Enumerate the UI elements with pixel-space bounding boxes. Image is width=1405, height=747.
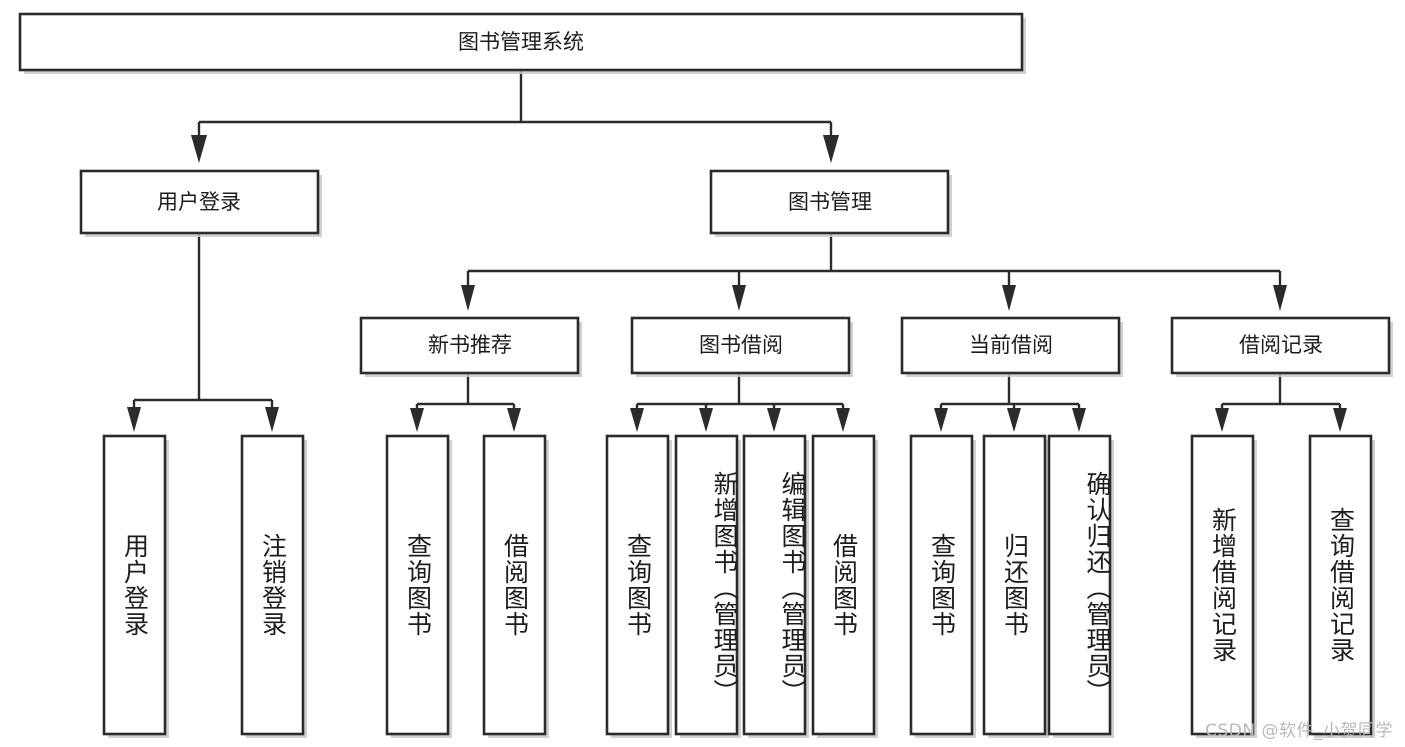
leaf-edit-book-rect[interactable] (742, 434, 807, 736)
leaf-add-book-rect[interactable] (674, 434, 739, 736)
leaf-user-login-rect[interactable] (102, 434, 167, 736)
node-book-manage[interactable]: 图书管理 (709, 169, 952, 237)
book-borrow-label: 图书借阅 (699, 333, 783, 357)
user-login-label: 用户登录 (157, 190, 241, 214)
leaf-add-record-rect[interactable] (1190, 434, 1255, 736)
arrow-head-leaf-user-logout (265, 407, 279, 432)
book-manage-rect[interactable] (709, 169, 950, 235)
arrow-head-leaf-borrow-book-1 (507, 408, 521, 432)
arrow-head-currentborrow (1002, 285, 1016, 311)
leaf-node-group (102, 434, 1375, 738)
leaf-borrow-book-2-rect[interactable] (811, 434, 876, 736)
new-book-rec-rect[interactable] (359, 316, 580, 375)
book-borrow-rect[interactable] (630, 316, 851, 375)
connector-group-userlogin-to-leaves (127, 233, 279, 432)
current-borrow-rect[interactable] (900, 316, 1121, 375)
connector-group-bookmanage-to-level3 (461, 233, 1287, 311)
arrow-head-newbook (461, 285, 475, 311)
connector-group-currentborrow-to-leaves (934, 373, 1086, 432)
leaf-confirm-return-rect[interactable] (1047, 434, 1112, 736)
leaf-query-book-2-rect[interactable] (605, 434, 670, 736)
arrow-head-leaf-query-book-2 (630, 408, 644, 432)
connector-group-root-to-level2 (191, 70, 839, 163)
node-root[interactable]: 图书管理系统 (18, 12, 1026, 74)
arrow-head-bookborrow (732, 285, 746, 311)
arrow-head-borrowrecord (1273, 285, 1287, 311)
arrow-head-leaf-user-login (127, 407, 141, 432)
arrow-head-leaf-query-book-1 (410, 408, 424, 432)
arrow-head-leaf-query-record (1333, 408, 1347, 432)
user-login-rect[interactable] (79, 169, 320, 235)
current-borrow-label: 当前借阅 (969, 333, 1053, 357)
node-borrow-record[interactable]: 借阅记录 (1170, 316, 1393, 377)
leaf-return-book-rect[interactable] (982, 434, 1047, 736)
node-new-book-rec[interactable]: 新书推荐 (359, 316, 582, 377)
leaf-query-book-1-rect[interactable] (385, 434, 450, 736)
leaf-user-logout-rect[interactable] (240, 434, 305, 736)
node-user-login[interactable]: 用户登录 (79, 169, 322, 237)
book-manage-label: 图书管理 (788, 190, 872, 214)
arrow-head-leaf-query-book-3 (934, 408, 948, 432)
arrow-head-leaf-borrow-book-2 (836, 408, 850, 432)
new-book-rec-label: 新书推荐 (428, 333, 512, 357)
arrow-head-userlogin (191, 135, 207, 163)
arrow-head-leaf-confirm-return (1072, 408, 1086, 432)
borrow-record-label: 借阅记录 (1239, 333, 1323, 357)
connector-group-bookborrow-to-leaves (630, 373, 850, 432)
leaf-borrow-book-1-rect[interactable] (482, 434, 547, 736)
arrow-head-leaf-add-book (699, 408, 713, 432)
node-current-borrow[interactable]: 当前借阅 (900, 316, 1123, 377)
arrow-head-leaf-add-record (1215, 408, 1229, 432)
node-book-borrow[interactable]: 图书借阅 (630, 316, 853, 377)
root-label: 图书管理系统 (458, 30, 584, 54)
csdn-watermark: CSDN @软件_小贺同学 (1205, 721, 1393, 741)
arrow-head-bookmanage (823, 135, 839, 163)
arrow-head-leaf-edit-book (767, 408, 781, 432)
root-rect[interactable] (18, 12, 1024, 72)
leaf-query-record-rect[interactable] (1308, 434, 1373, 736)
connector-group-newbook-to-leaves (410, 373, 521, 432)
leaf-query-book-3-rect[interactable] (909, 434, 974, 736)
connector-group-borrowrecord-to-leaves (1215, 373, 1347, 432)
arrow-head-leaf-return-book (1007, 408, 1021, 432)
borrow-record-rect[interactable] (1170, 316, 1391, 375)
